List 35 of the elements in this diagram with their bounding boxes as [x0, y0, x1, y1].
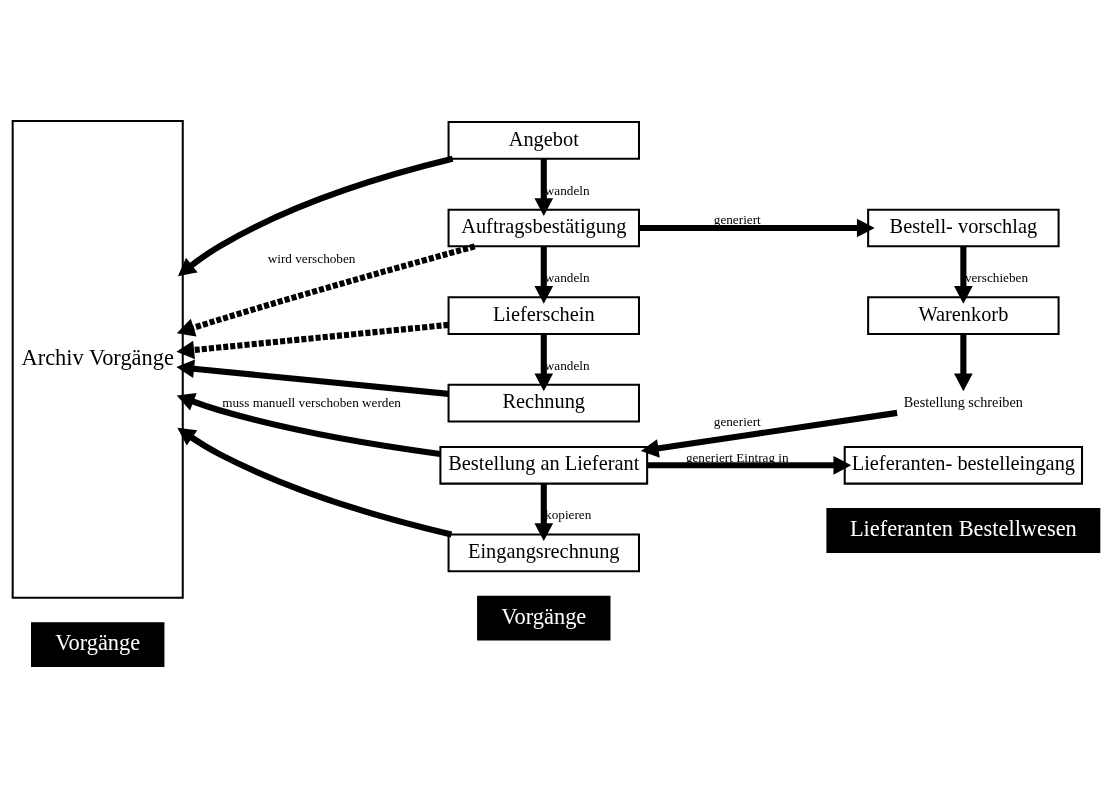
- node-box: Eingangsrechnung: [447, 533, 640, 573]
- arrow: [176, 243, 476, 337]
- arrow: [177, 155, 454, 277]
- edge-label: muss manuell verschoben werden: [222, 394, 401, 410]
- arrow: [534, 483, 554, 541]
- arrow: [534, 333, 554, 392]
- node-box: Angebot: [447, 121, 640, 160]
- node-box: Lieferanten- bestelleingang: [843, 445, 1084, 485]
- arrow: [176, 321, 449, 360]
- node-box: Vorgänge: [477, 595, 611, 641]
- arrow: [534, 158, 554, 217]
- node-box: Bestell- vorschlag: [867, 208, 1060, 248]
- edge-label: generiert: [713, 413, 761, 429]
- node-box: Archiv Vorgänge: [11, 120, 184, 599]
- arrow: [176, 359, 449, 397]
- node-box: Lieferschein: [447, 296, 640, 335]
- edge-label: wird verschoben: [267, 251, 356, 267]
- node-box: Rechnung: [447, 383, 640, 423]
- node-box: Vorgänge: [31, 622, 165, 667]
- arrow: [954, 333, 973, 392]
- arrow: [534, 246, 554, 304]
- node-box: Warenkorb: [867, 296, 1060, 335]
- arrow: [647, 455, 852, 475]
- node-box: Lieferanten Bestellwesen: [826, 508, 1101, 553]
- edge-label: verschieben: [964, 270, 1029, 286]
- arrow: [176, 393, 441, 458]
- arrow: [177, 427, 453, 538]
- node-text: Bestellung schreiben: [903, 393, 1023, 410]
- edge-label: generiert Eintrag in: [685, 449, 789, 465]
- edge-label: generiert: [713, 212, 761, 228]
- arrow: [640, 409, 898, 458]
- arrow: [954, 246, 973, 304]
- arrow: [639, 218, 875, 238]
- node-box: Auftragsbestätigung: [447, 208, 640, 248]
- node-box: Bestellung an Lieferant: [439, 445, 649, 485]
